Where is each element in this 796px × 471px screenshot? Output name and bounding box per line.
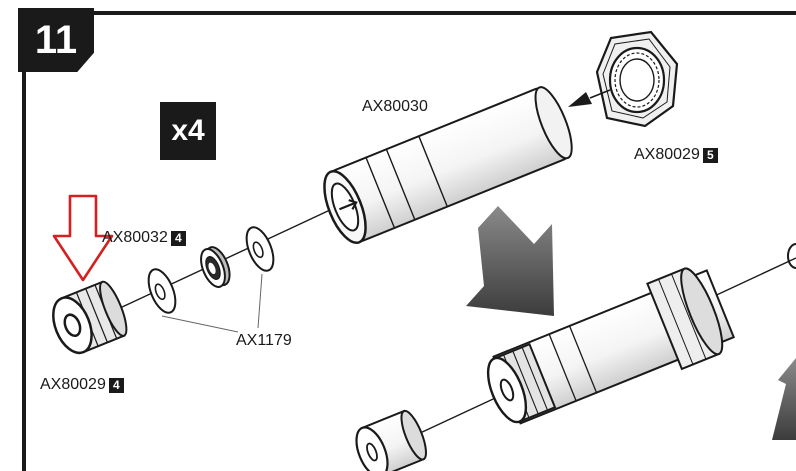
part-count-badge: 5 [702, 147, 718, 163]
partial-arrow [772, 358, 796, 440]
label-spacer: AX80032 4 [102, 229, 186, 247]
washer-part [147, 268, 177, 314]
tube-part [323, 86, 573, 244]
assembled-tube [486, 267, 736, 425]
flow-arrow [466, 206, 554, 316]
label-small-nut: AX80029 4 [40, 376, 124, 394]
quantity-badge: x4 [160, 102, 216, 160]
part-code: AX80029 [634, 146, 700, 163]
part-code: AX1179 [236, 332, 292, 349]
part-code: AX80030 [362, 98, 428, 115]
spacer-part [200, 246, 231, 288]
part-code: AX80032 [102, 229, 168, 246]
part-code: AX80029 [40, 376, 106, 393]
step-number-badge: 11 [18, 8, 94, 72]
highlight-arrow [52, 194, 114, 282]
label-tube: AX80030 [362, 98, 428, 116]
partial-ring [787, 243, 796, 269]
washer-leader-lines [161, 273, 263, 333]
large-nut-part [595, 30, 679, 128]
part-count-badge: 4 [170, 230, 186, 246]
washer-part [245, 226, 275, 272]
panel-frame [22, 11, 796, 471]
next-part [355, 409, 427, 471]
part-count-badge: 4 [108, 377, 124, 393]
label-washers: AX1179 [236, 332, 292, 350]
label-large-nut: AX80029 5 [634, 146, 718, 164]
small-nut-part [52, 280, 128, 355]
insert-arrow-head [568, 92, 592, 107]
insert-arrow [589, 89, 611, 99]
